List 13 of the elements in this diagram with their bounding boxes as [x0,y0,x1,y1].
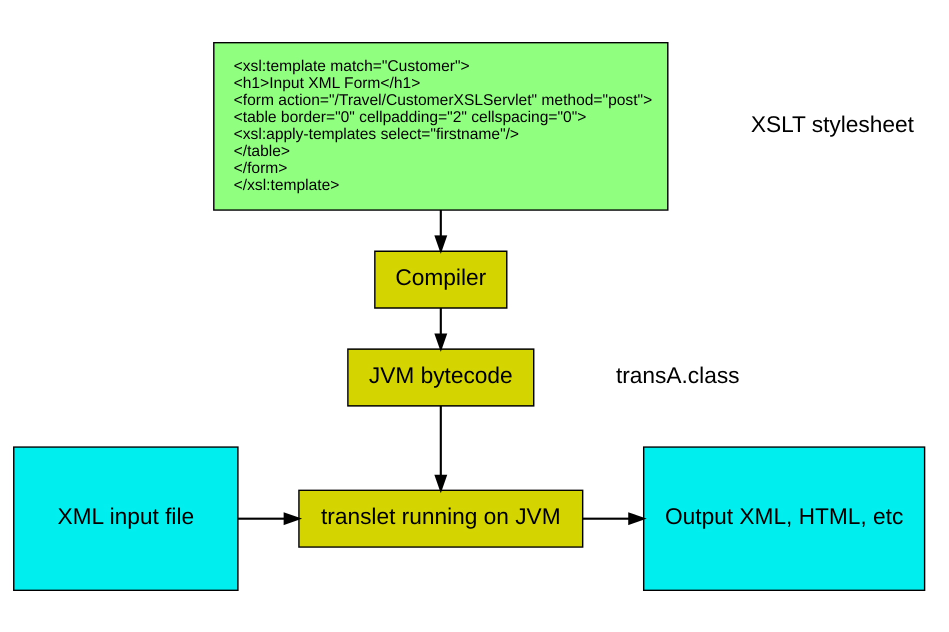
arrow [434,406,448,493]
arrow [582,512,647,525]
node-box: XML input file [13,446,239,591]
node-box: JVM bytecode [347,348,534,406]
node-box: Output XML, HTML, etc [642,446,926,591]
arrow [434,308,448,352]
node-box: <xsl:template match="Customer"> <h1>Input XML Form</h1> <form action="/Travel/CustomerXSLServlet" method="post"> <table border="0" cellpadding="2" cellspacing="0"> <xsl:apply-templates select="firstname"/> </table> </form> </xsl:template> [213,41,669,210]
arrow [238,512,302,525]
node-box: translet running on JVM [298,489,584,548]
arrow [434,210,448,254]
node-box: Compiler [374,250,508,308]
node-label: XSLT stylesheet [750,110,914,136]
node-label: transA.class [616,361,740,388]
